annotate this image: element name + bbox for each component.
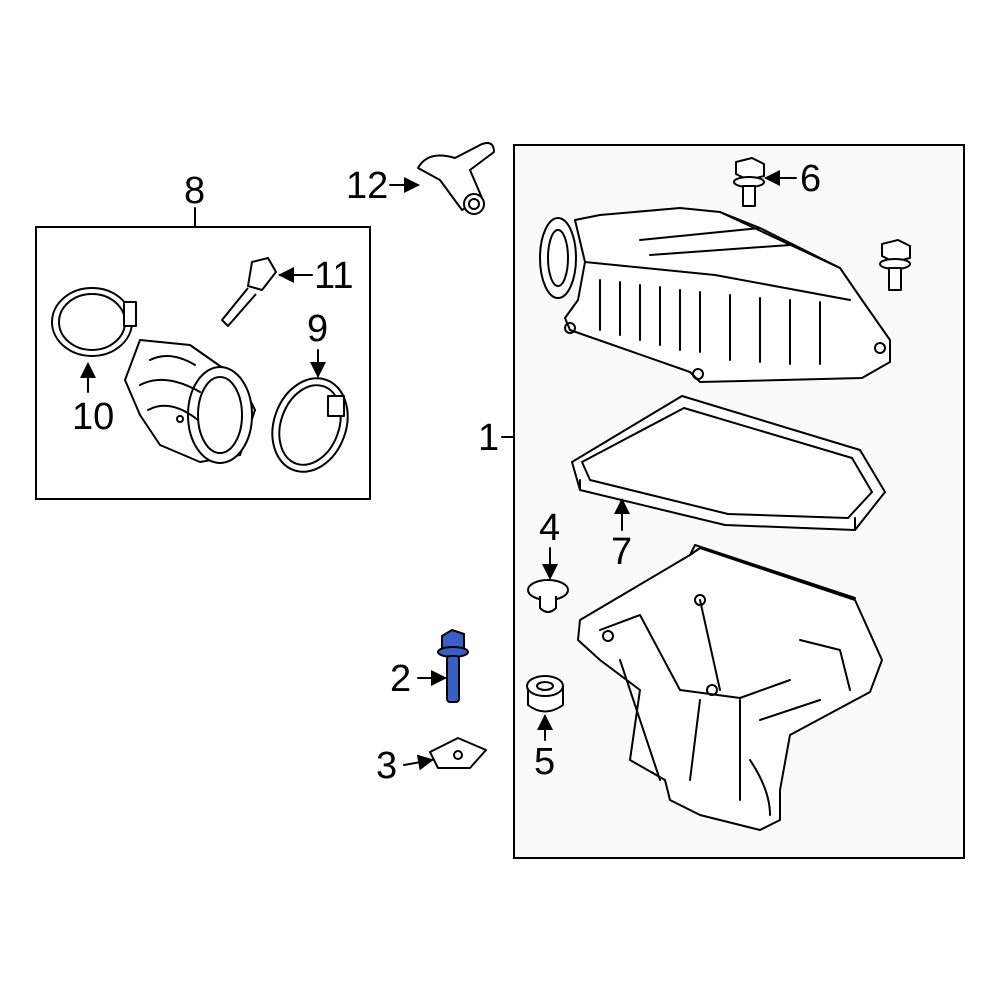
hose-clamp-part-9[interactable] — [260, 368, 360, 483]
callout-12: 12 — [346, 165, 388, 207]
intake-duct[interactable] — [124, 339, 256, 464]
callout-3: 3 — [376, 745, 397, 787]
callout-8: 8 — [184, 170, 205, 212]
hose-part-12[interactable] — [417, 142, 495, 215]
callout-4: 4 — [539, 507, 560, 549]
callout-7: 7 — [611, 531, 632, 573]
callout-1: 1 — [478, 417, 499, 459]
clip-nut-part-3[interactable] — [429, 737, 487, 769]
callout-10: 10 — [72, 396, 114, 438]
bolt-part-6-alt[interactable] — [879, 239, 911, 291]
callout-9: 9 — [307, 308, 328, 350]
callout-5: 5 — [534, 741, 555, 783]
assembly-box-intake-duct — [35, 226, 371, 500]
air-cleaner-upper-cover[interactable] — [539, 207, 891, 383]
bolt-part-2-highlighted[interactable] — [437, 628, 469, 703]
sensor-part-11[interactable] — [221, 257, 277, 327]
hose-clamp-part-10[interactable] — [51, 287, 137, 357]
insulator-part-5[interactable] — [526, 675, 564, 713]
callout-11: 11 — [314, 255, 353, 297]
air-cleaner-lower-housing[interactable] — [577, 544, 883, 831]
callout-2: 2 — [390, 658, 411, 700]
leader-lines — [80, 170, 797, 771]
grommet-part-4[interactable] — [527, 579, 569, 613]
callout-6: 6 — [800, 158, 821, 200]
air-filter-element[interactable] — [571, 395, 886, 531]
